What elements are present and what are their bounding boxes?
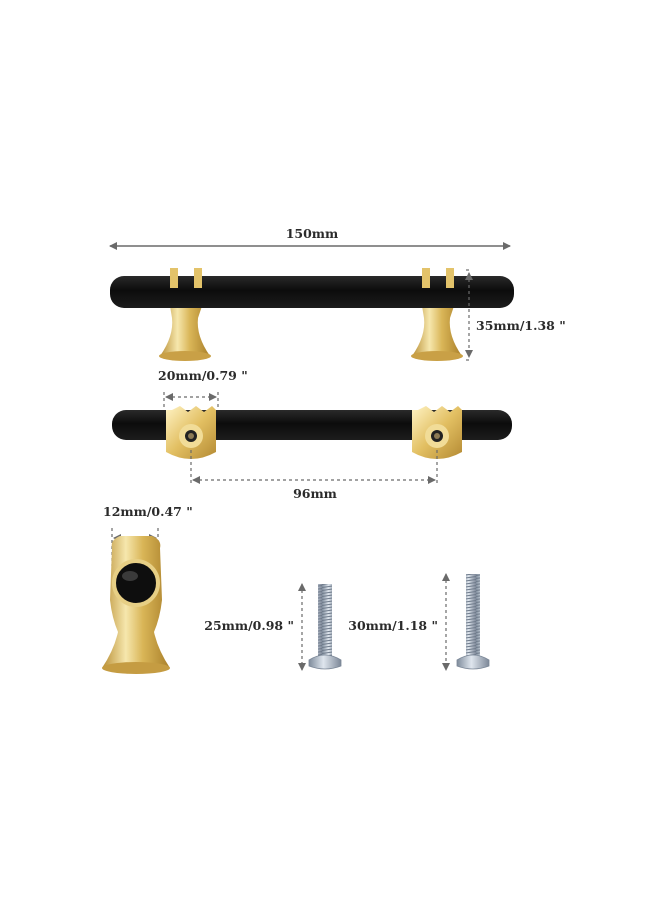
handle-side-view: 150mm 35mm/1.38 " — [109, 226, 566, 361]
short-screw-label: 25mm/0.98 " — [204, 618, 294, 633]
base-diameter-label: 20mm/0.79 " — [158, 368, 248, 383]
right-base-plate — [412, 406, 462, 459]
bar-diameter-label: 12mm/0.47 " — [103, 504, 193, 519]
left-base-plate — [166, 406, 216, 459]
handle-top-view: 20mm/0.79 " 96mm — [112, 368, 512, 501]
handle-end-view: 12mm/0.47 " — [102, 504, 193, 674]
bar-end-cap — [114, 561, 158, 605]
handle-bar — [110, 276, 514, 308]
short-screw: 25mm/0.98 " — [204, 583, 342, 671]
long-screw: 30mm/1.18 " — [348, 573, 490, 671]
hole-spacing-label: 96mm — [293, 486, 337, 501]
height-label: 35mm/1.38 " — [476, 318, 566, 333]
length-label: 150mm — [286, 226, 339, 241]
long-screw-label: 30mm/1.18 " — [348, 618, 438, 633]
